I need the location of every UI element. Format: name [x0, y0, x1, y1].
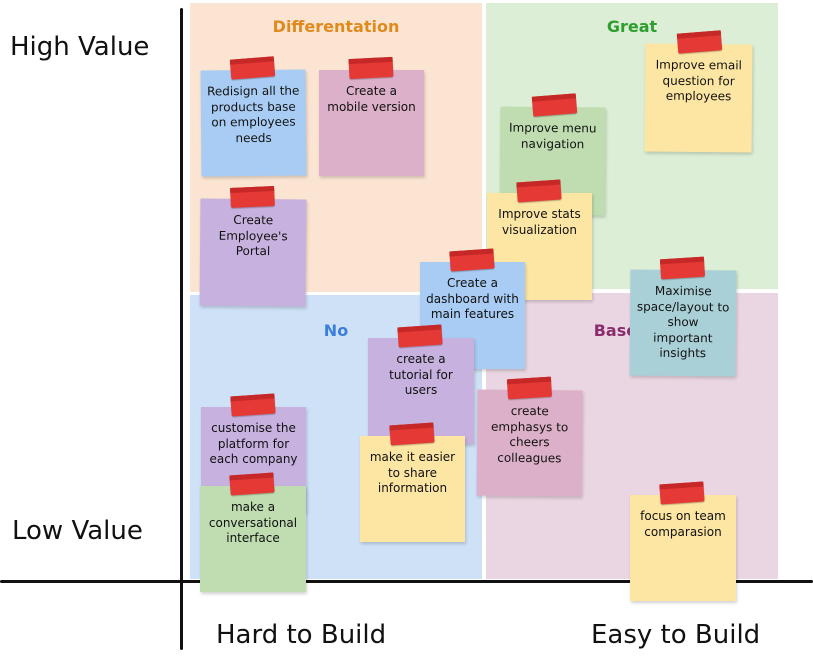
sticky-note-email[interactable]: Improve email question for employees	[644, 30, 753, 153]
note-text: Create a dashboard with main features	[426, 276, 519, 321]
x-axis-left-label: Hard to Build	[216, 620, 387, 650]
quadrant-label-differentiation: Differentation	[272, 17, 400, 36]
sticky-note-redesign[interactable]: Redisign all the products base on employ…	[200, 56, 307, 177]
sticky-note-conversational[interactable]: make a conversational interface	[200, 472, 306, 592]
note-text: create a tutorial for users	[389, 352, 453, 397]
sticky-note-portal[interactable]: Create Employee's Portal	[199, 186, 307, 307]
note-text: Improve email question for employees	[655, 57, 742, 104]
sticky-note-mobile[interactable]: Create a mobile version	[319, 56, 424, 176]
note-text: focus on team comparasion	[640, 509, 726, 539]
note-text: Maximise space/layout to show important …	[636, 283, 730, 361]
note-text: Create Employee's Portal	[218, 212, 288, 259]
sticky-note-share[interactable]: make it easier to share information	[360, 422, 465, 542]
sticky-note-maximise[interactable]: Maximise space/layout to show important …	[629, 256, 737, 377]
note-text: make it easier to share information	[369, 450, 456, 495]
note-text: Redisign all the products base on employ…	[207, 83, 300, 145]
y-axis-high-label: High Value	[10, 32, 150, 62]
note-text: Improve stats visualization	[498, 207, 581, 237]
note-text: Create a mobile version	[327, 84, 416, 114]
x-axis-line	[0, 580, 813, 583]
y-axis-low-label: Low Value	[12, 516, 143, 546]
sticky-note-focus[interactable]: focus on team comparasion	[630, 481, 736, 601]
y-axis-line	[180, 8, 183, 650]
sticky-note-stats[interactable]: Improve stats visualization	[487, 179, 592, 300]
sticky-note-tutorial[interactable]: create a tutorial for users	[368, 324, 474, 444]
note-text: customise the platform for each company	[209, 421, 298, 466]
quadrant-label-great: Great	[606, 17, 658, 36]
note-text: create emphasys to cheers colleagues	[491, 403, 569, 465]
quadrant-label-no: No	[323, 321, 349, 340]
sticky-note-emphasys[interactable]: create emphasys to cheers colleagues	[476, 376, 583, 497]
x-axis-right-label: Easy to Build	[591, 620, 761, 650]
note-text: make a conversational interface	[208, 500, 298, 545]
